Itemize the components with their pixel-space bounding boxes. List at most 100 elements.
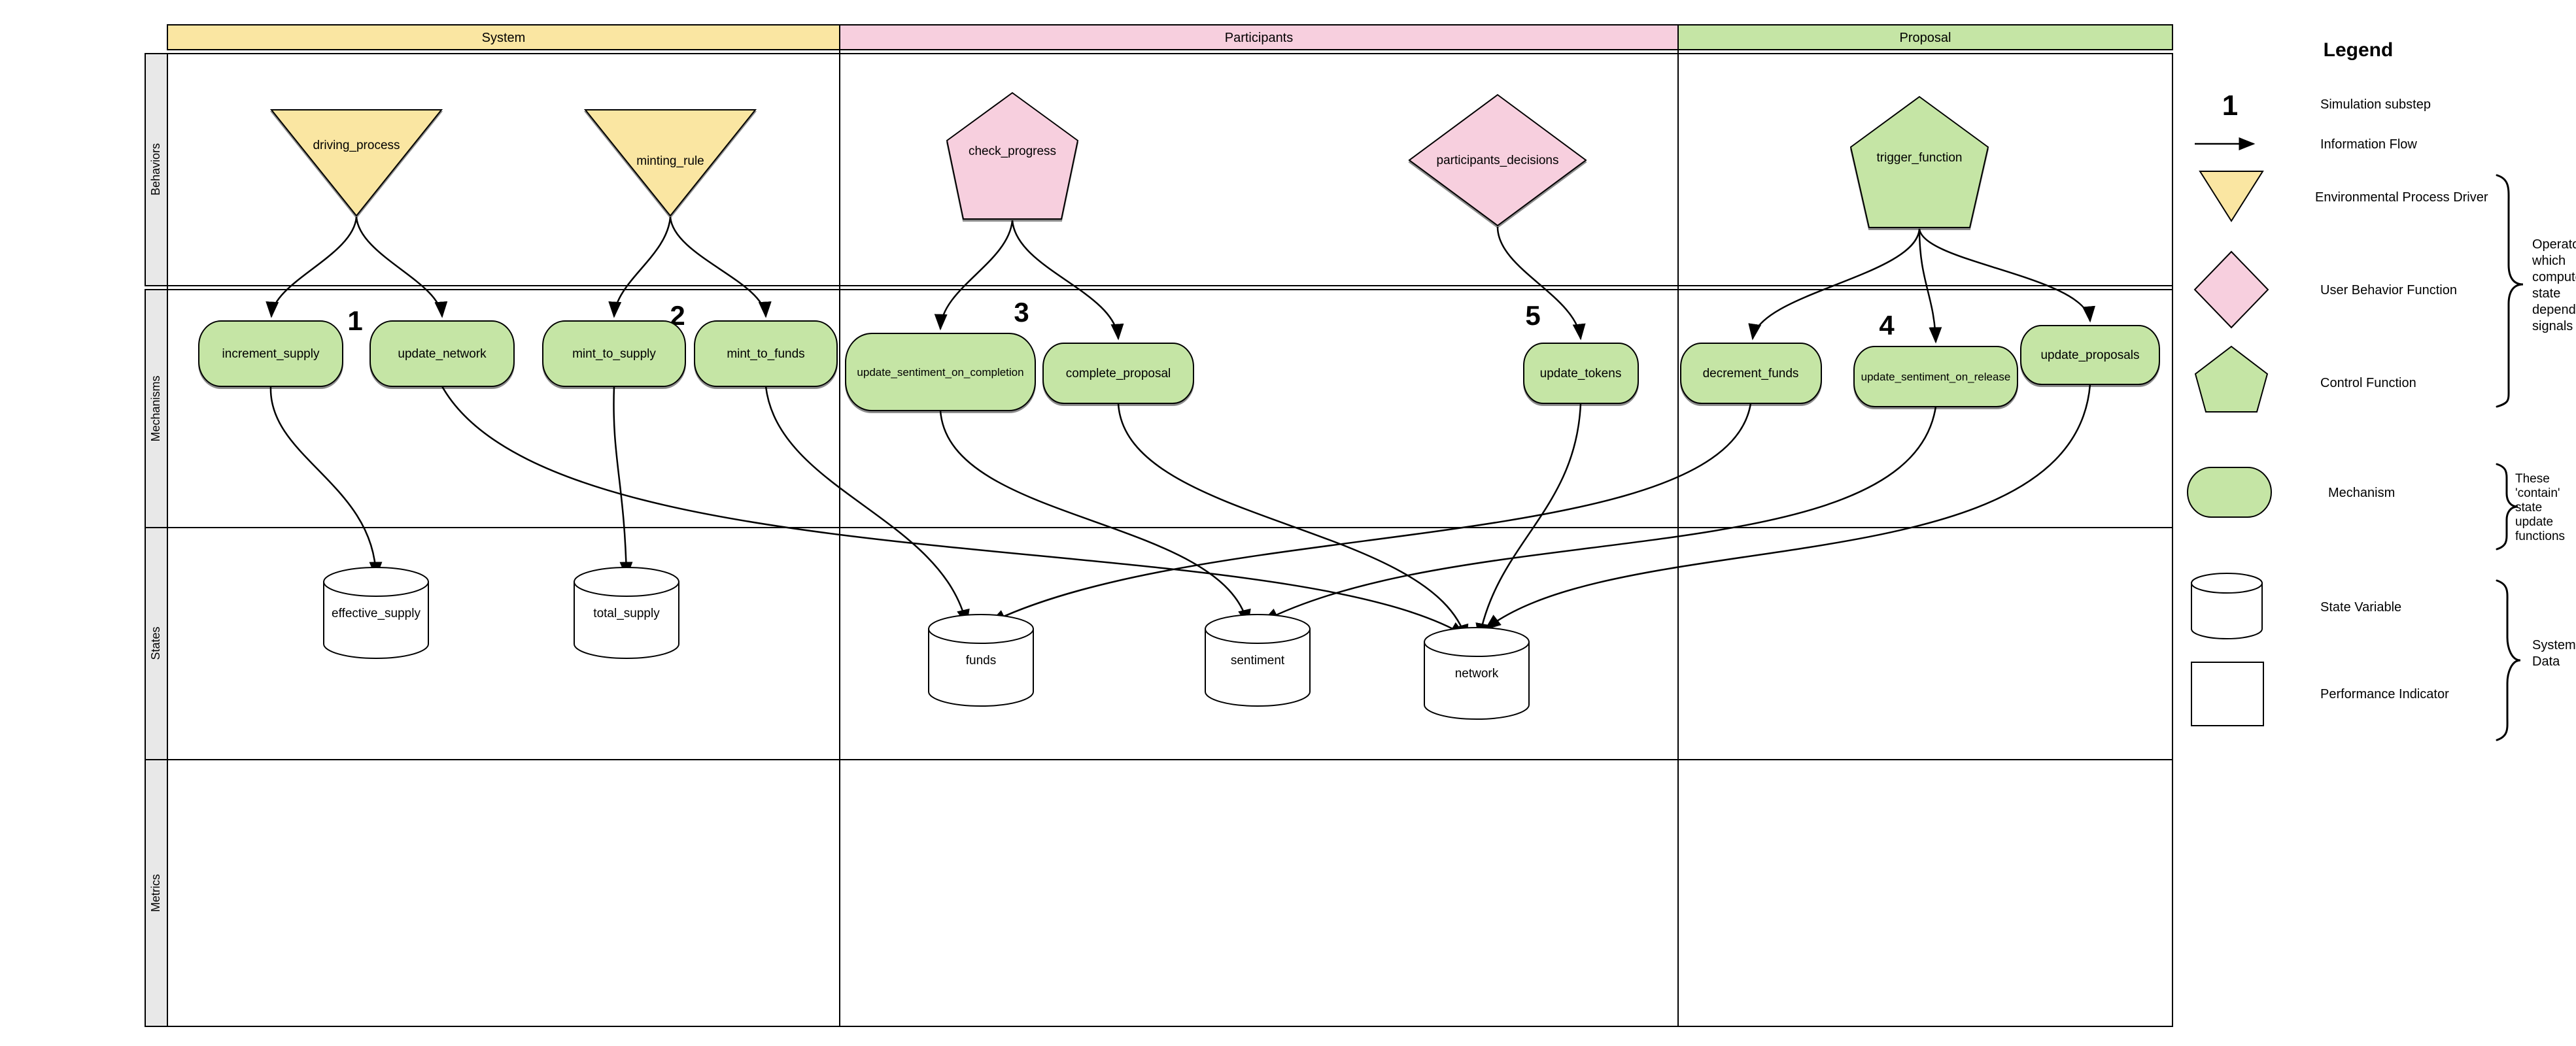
legend-item-label: Simulation substep [2320, 97, 2431, 112]
node-label: update_sentiment_on_completion [857, 366, 1023, 379]
node-check-progress[interactable]: check_progress [946, 92, 1079, 220]
pentagon-shape [1849, 95, 1989, 228]
node-increment-supply[interactable]: increment_supply [198, 320, 343, 387]
column-header-proposal: Proposal [1900, 31, 1951, 45]
legend-substep-symbol: 1 [2222, 90, 2238, 122]
legend-brace-mechanism [2496, 463, 2518, 550]
mechanism-pill-shape [694, 320, 838, 387]
annotation-line: 'contain' [2515, 486, 2560, 500]
row-label-behaviors: Behaviors [149, 143, 162, 195]
legend-pentagon-icon [2194, 345, 2269, 413]
mechanism-pill-shape [1042, 343, 1194, 404]
annotation-line: System [2532, 638, 2576, 652]
node-label: increment_supply [222, 347, 320, 361]
mechanism-pill-shape [542, 320, 686, 387]
mechanism-pill-shape [2020, 325, 2160, 385]
node-trigger-function[interactable]: trigger_function [1849, 95, 1989, 228]
node-label: network [1455, 667, 1499, 681]
node-effective-supply[interactable]: effective_supply [323, 567, 429, 659]
edge-check_progress-complete_proposal [1011, 220, 1124, 341]
row-label-metrics: Metrics [149, 874, 162, 912]
node-funds[interactable]: funds [928, 614, 1034, 707]
node-mint-to-funds[interactable]: mint_to_funds [694, 320, 838, 387]
header-cell-system [167, 24, 840, 50]
node-update-sentiment-on-completion[interactable]: update_sentiment_on_completion [845, 333, 1036, 411]
row-strip-states [145, 527, 168, 760]
row-strip-metrics [145, 759, 168, 1027]
mechanism-pill-shape [198, 320, 343, 387]
node-label: check_progress [969, 144, 1056, 158]
legend-annotation-contain: These 'contain' state update functions [2515, 472, 2565, 544]
edge-trigger_function-decrement_funds [1748, 228, 1921, 341]
edge-increment_supply-effective_supply [269, 386, 383, 579]
node-decrement-funds[interactable]: decrement_funds [1680, 343, 1822, 404]
node-total-supply[interactable]: total_supply [574, 567, 679, 659]
legend-item-label: Control Function [2320, 376, 2416, 390]
node-label: trigger_function [1877, 151, 1963, 165]
node-driving-process[interactable]: driving_process [269, 109, 443, 217]
edge-check_progress-update_sentiment_on_completion [934, 220, 1014, 331]
legend-brace-system-data [2496, 579, 2521, 741]
legend-item-label: User Behavior Function [2320, 283, 2457, 297]
node-complete-proposal[interactable]: complete_proposal [1042, 343, 1194, 404]
header-cell-participants [839, 24, 1679, 50]
edge-update_tokens-network [1475, 403, 1582, 640]
legend-item-label: Information Flow [2320, 137, 2417, 152]
cylinder-shape [323, 581, 429, 659]
cylinder-top [574, 567, 679, 597]
legend-title: Legend [2324, 39, 2394, 61]
node-label: driving_process [313, 139, 400, 152]
legend-annotation-operators: Operators which compute state dependent … [2532, 237, 2576, 335]
node-update-sentiment-on-release[interactable]: update_sentiment_on_release [1853, 346, 2018, 407]
node-label: sentiment [1231, 654, 1285, 667]
cylinder-top [928, 614, 1034, 644]
legend-cylinder-icon-top [2191, 573, 2263, 594]
annotation-line: Data [2532, 654, 2560, 669]
node-update-network[interactable]: update_network [369, 320, 515, 387]
edge-mint_to_funds-funds [764, 386, 970, 626]
substep-number-3: 3 [1014, 297, 1029, 328]
node-sentiment[interactable]: sentiment [1205, 614, 1311, 707]
substep-number-1: 1 [347, 305, 362, 336]
node-label: funds [966, 654, 996, 667]
pentagon-shape [946, 92, 1079, 220]
triangle-down-shape [269, 109, 443, 217]
cylinder-shape [1424, 641, 1530, 720]
node-mint-to-supply[interactable]: mint_to_supply [542, 320, 686, 387]
node-label: total_supply [593, 607, 660, 620]
node-label: mint_to_supply [572, 347, 656, 361]
legend-annotation-system-data: System Data [2532, 637, 2576, 670]
node-update-proposals[interactable]: update_proposals [2020, 325, 2160, 385]
edge-trigger_function-update_proposals [1918, 228, 2095, 323]
node-network[interactable]: network [1424, 627, 1530, 720]
edge-minting_rule-mint_to_supply [608, 216, 672, 318]
node-label: update_network [398, 347, 487, 361]
node-participants-decisions[interactable]: participants_decisions [1408, 93, 1587, 227]
mechanism-pill-shape [1853, 346, 2018, 407]
node-label: update_sentiment_on_release [1861, 371, 2011, 383]
edge-driving_process-update_network [355, 216, 448, 318]
annotation-line: functions [2515, 530, 2566, 543]
legend-item-label: State Variable [2320, 600, 2401, 615]
legend-brace-operators [2496, 174, 2524, 408]
legend-item-label: Mechanism [2328, 486, 2395, 500]
edge-participants_decisions-update_tokens [1496, 226, 1586, 341]
edge-mint_to_supply-total_supply [613, 386, 633, 579]
edge-decrement_funds-funds [989, 403, 1752, 624]
cylinder-shape [574, 581, 679, 659]
triangle-down-shape [583, 109, 757, 217]
annotation-line: These [2515, 472, 2550, 486]
node-label: mint_to_funds [727, 347, 804, 361]
node-update-tokens[interactable]: update_tokens [1523, 343, 1639, 404]
edge-minting_rule-mint_to_funds [669, 216, 772, 318]
substep-number-4: 4 [1879, 310, 1895, 341]
substep-number-2: 2 [670, 300, 685, 331]
mechanism-pill-shape [1680, 343, 1822, 404]
annotation-line: state [2532, 286, 2561, 301]
mechanism-pill-shape [369, 320, 515, 387]
node-minting-rule[interactable]: minting_rule [583, 109, 757, 217]
edge-complete_proposal-network [1117, 403, 1469, 641]
edge-update_sentiment_on_completion-sentiment [939, 410, 1251, 626]
